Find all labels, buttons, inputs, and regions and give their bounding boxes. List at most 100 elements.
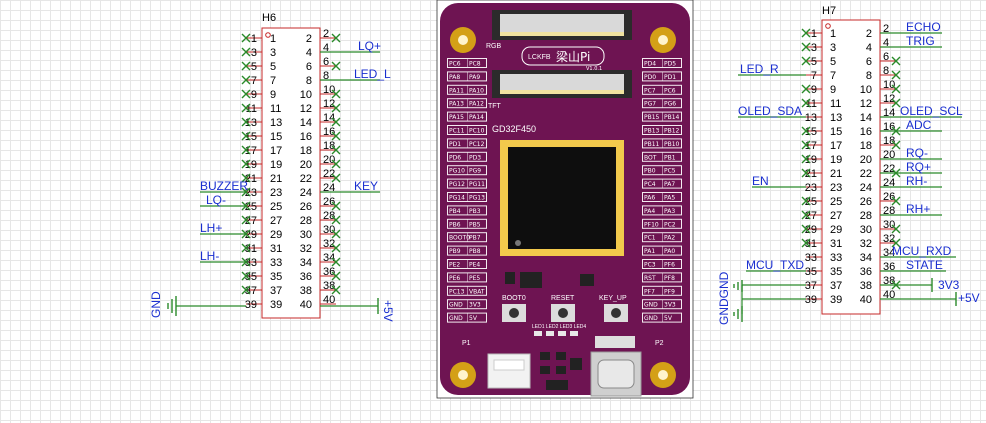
net-oled-sda: OLED_SDA: [738, 104, 802, 118]
pin-number: 36: [860, 266, 872, 278]
no-connect-mark: [891, 238, 901, 248]
pad-label: PA6: [644, 195, 655, 202]
pin-number: 2: [306, 33, 312, 45]
pin-number: 25: [830, 196, 842, 208]
pad-label: PB7: [469, 235, 481, 242]
pad-label: 5V: [664, 315, 673, 322]
pin-number: 35: [830, 266, 842, 278]
pad-label: PC6: [664, 87, 676, 94]
pin-number: 1: [270, 33, 276, 45]
pin-number: 7: [251, 75, 257, 87]
pin-number: 36: [883, 261, 895, 273]
mounting-hole: [450, 27, 676, 388]
pad-label: PA4: [644, 208, 655, 215]
no-connect-mark: [241, 117, 251, 127]
pin-number: 38: [323, 280, 335, 292]
pad-label: PA13: [449, 101, 464, 108]
net-adc: ADC: [906, 118, 932, 132]
pin-number: 4: [323, 42, 329, 54]
net-echo: ECHO: [906, 20, 941, 34]
net-buzzer: BUZZER: [200, 179, 248, 193]
no-connect-mark: [331, 117, 341, 127]
net-rq-plus: RQ+: [906, 160, 931, 174]
pad-label: PA8: [449, 74, 460, 81]
tft-connector: [492, 70, 632, 98]
no-connect-mark: [331, 243, 341, 253]
no-connect-mark: [331, 33, 341, 43]
pad-label: PB15: [644, 114, 660, 121]
pin-number: 15: [830, 126, 842, 138]
h7-ref: H7: [822, 5, 836, 17]
pin-number: 30: [300, 229, 312, 241]
pin-number: 7: [270, 75, 276, 87]
pin-number: 14: [323, 112, 335, 124]
pin-number: 9: [270, 89, 276, 101]
board-name: 梁山Pi: [556, 49, 590, 64]
pin-number: 7: [830, 70, 836, 82]
pin-number: 32: [883, 233, 895, 245]
pin-number: 39: [245, 299, 257, 311]
h6-net-wires: [176, 51, 380, 307]
pin-number: 5: [251, 61, 257, 73]
pin-number: 18: [883, 135, 895, 147]
pad-label: PD4: [644, 61, 656, 68]
net-mcu-txd: MCU_TXD: [746, 258, 804, 272]
pad-label: PC6: [449, 61, 461, 68]
no-connect-mark: [331, 215, 341, 225]
pad-label: PC3: [644, 262, 656, 269]
net-gndgnd: GNDGND: [717, 271, 731, 325]
pad-label: PA3: [664, 208, 675, 215]
pin-number: 8: [306, 75, 312, 87]
pad-label: PG10: [449, 168, 465, 175]
pin-number: 26: [323, 196, 335, 208]
no-connect-mark: [891, 140, 901, 150]
net-rq-minus: RQ-: [906, 146, 928, 160]
pad-label: PC2: [664, 221, 676, 228]
pin-number: 29: [830, 224, 842, 236]
pin-number: 22: [860, 168, 872, 180]
boot-label: BOOT0: [502, 295, 526, 302]
led-row: [534, 331, 578, 336]
pin-number: 37: [805, 280, 817, 292]
pad-label: RST: [644, 275, 656, 282]
pad-label: PA14: [469, 114, 484, 121]
no-connect-mark: [891, 224, 901, 234]
pin-number: 28: [323, 210, 335, 222]
pad-label: PG11: [469, 181, 485, 188]
pin-number: 11: [270, 103, 281, 115]
pin-number: 18: [860, 140, 872, 152]
pin-number: 4: [866, 42, 872, 54]
pin-number: 14: [860, 112, 872, 124]
pin-number: 32: [300, 243, 312, 255]
no-connect-mark: [801, 210, 811, 220]
pad-label: PB11: [644, 141, 660, 148]
pin-number: 6: [883, 51, 889, 63]
pin-number: 39: [830, 294, 842, 306]
pin-number: 36: [300, 271, 312, 283]
pad-label: PD5: [664, 61, 676, 68]
pad-label: PA1: [644, 248, 655, 255]
pin-number: 33: [805, 252, 817, 264]
pin-number: 35: [805, 266, 817, 278]
net-state: STATE: [906, 258, 943, 272]
pad-label: 5V: [469, 315, 478, 322]
no-connect-mark: [801, 42, 811, 52]
h6-ref: H6: [262, 12, 276, 24]
component-cluster: [540, 336, 635, 390]
no-connect-mark: [241, 271, 251, 281]
pin-number: 26: [860, 196, 872, 208]
pad-label: PG9: [469, 168, 481, 175]
pin-number: 24: [860, 182, 872, 194]
pad-label: PA0: [664, 248, 675, 255]
h7-net-wires: [738, 32, 962, 314]
no-connect-mark: [801, 98, 811, 108]
no-connect-mark: [331, 271, 341, 281]
pin-number: 16: [300, 131, 312, 143]
pin-number: 26: [300, 201, 312, 213]
pin-number: 20: [883, 149, 895, 161]
pin-number: 21: [270, 173, 282, 185]
